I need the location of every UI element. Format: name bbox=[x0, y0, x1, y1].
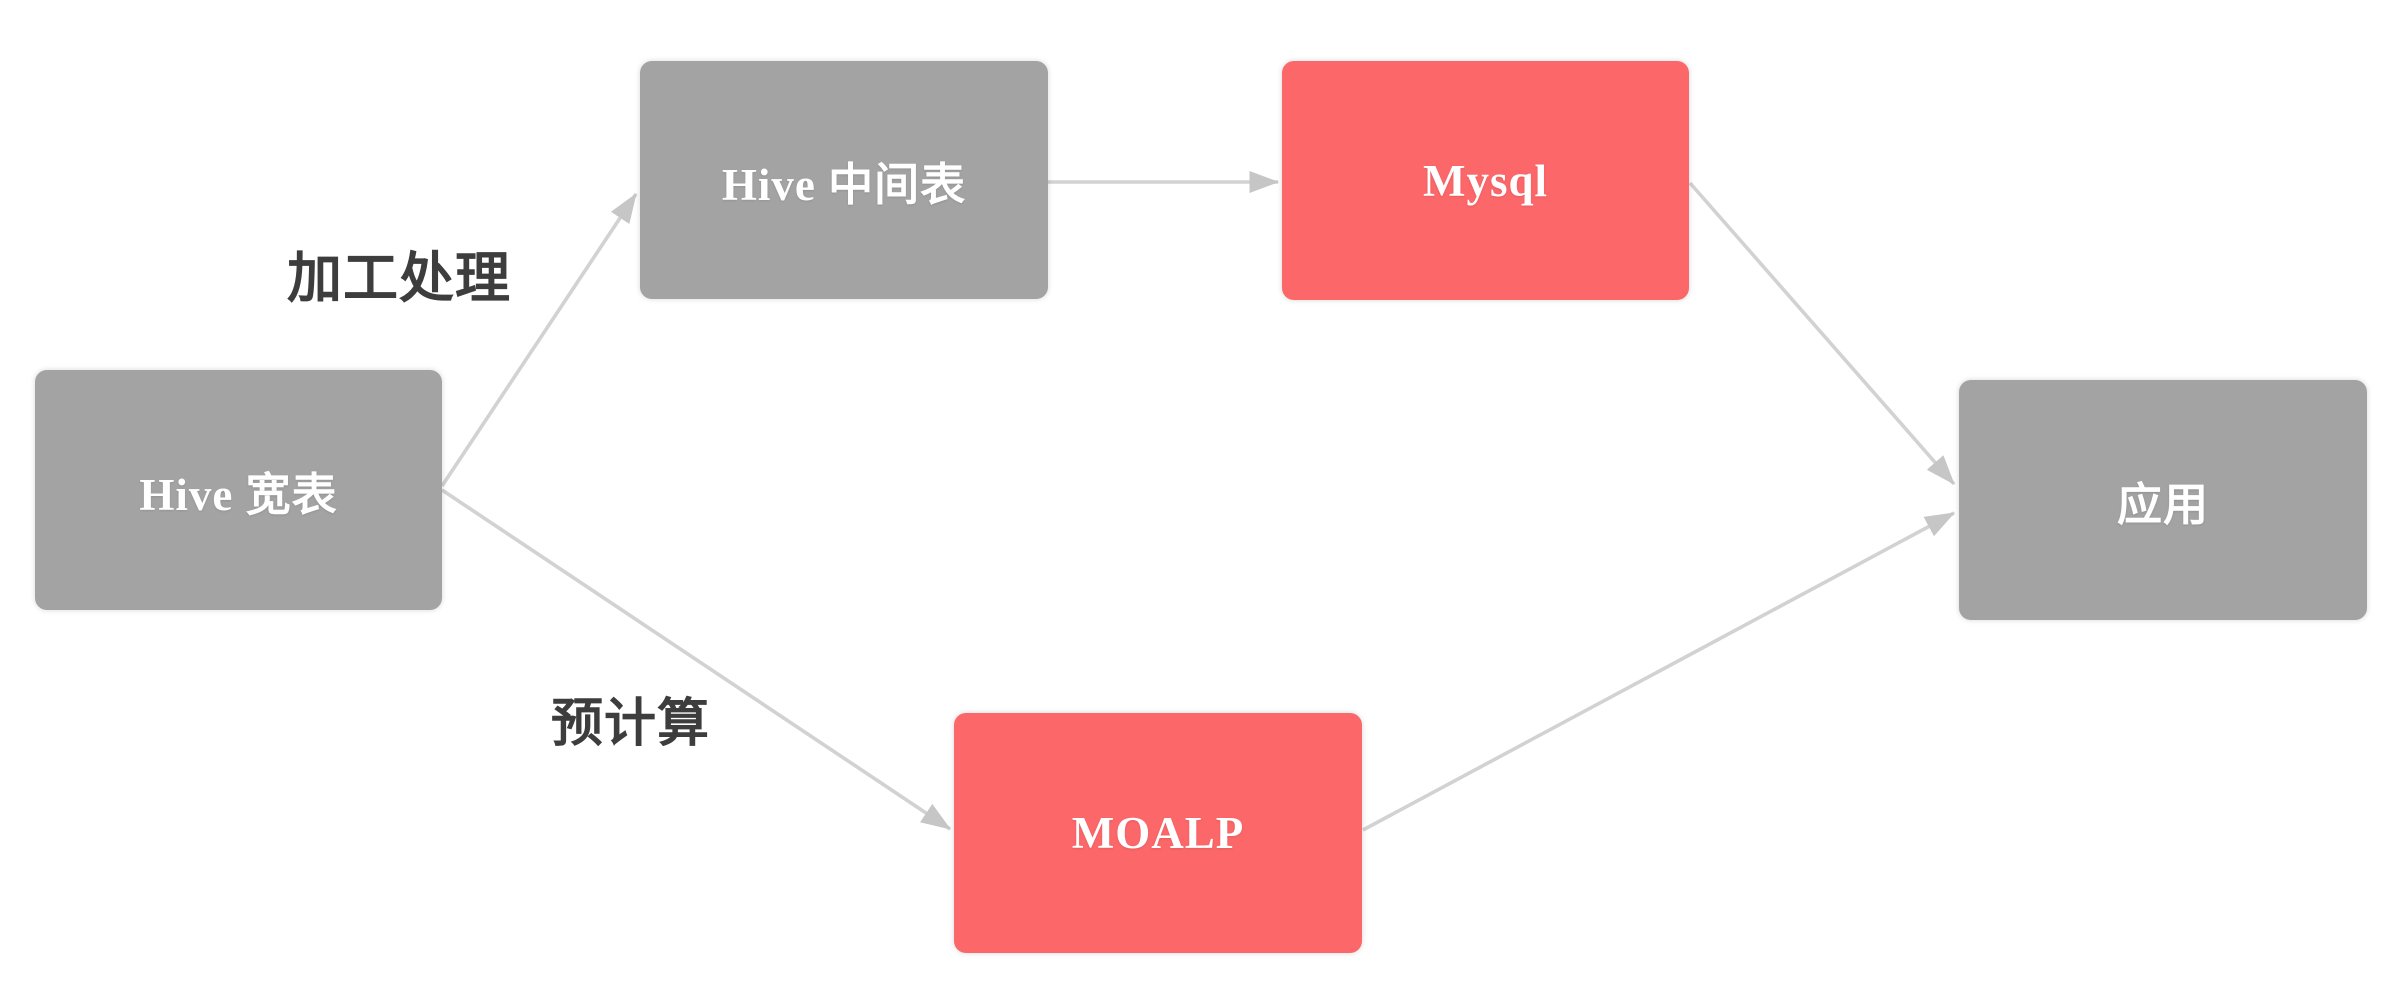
node-hive-wide-table-label: Hive 宽表 bbox=[139, 469, 338, 520]
node-moalp-label: MOALP bbox=[1071, 808, 1245, 858]
node-mysql[interactable]: Mysql bbox=[1282, 61, 1689, 300]
edge-mysql-to-application bbox=[1688, 181, 1956, 486]
edge-label-processing: 加工处理 bbox=[287, 247, 512, 309]
node-moalp[interactable]: MOALP bbox=[954, 713, 1362, 953]
edge-label-precompute: 预计算 bbox=[551, 695, 711, 753]
node-mysql-label: Mysql bbox=[1422, 155, 1548, 206]
node-hive-intermediate-table[interactable]: Hive 中间表 bbox=[640, 61, 1048, 299]
edge-moalp-to-application bbox=[1362, 511, 1956, 832]
edge-hive-wide-to-moalp bbox=[441, 488, 951, 831]
edge-hive-wide-to-hive-intermediate bbox=[440, 193, 638, 487]
node-application-label: 应用 bbox=[2116, 479, 2209, 530]
node-hive-intermediate-table-label: Hive 中间表 bbox=[721, 159, 967, 210]
node-application[interactable]: 应用 bbox=[1959, 380, 2367, 620]
node-hive-wide-table[interactable]: Hive 宽表 bbox=[35, 370, 442, 610]
